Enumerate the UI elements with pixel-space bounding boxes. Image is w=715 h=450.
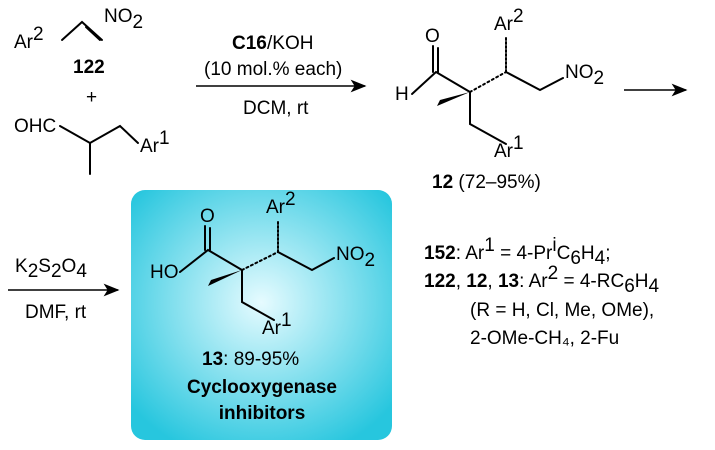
- p12-ch2no2-bonds: [505, 71, 564, 92]
- p13-methyl-wedge: [208, 270, 242, 286]
- p13-acid-bonds: [179, 248, 243, 273]
- step2-conditions: DMF, rt: [25, 302, 87, 323]
- note-line-r-groups: (R = H, Cl, Me, OMe),: [470, 300, 654, 321]
- p12-benzyl-bonds: [469, 91, 507, 145]
- nitroalkene-no2-label: NO2: [104, 6, 143, 33]
- note-line-ar2: 122, 12, 13: Ar2 = 4-RC6H4: [424, 263, 660, 297]
- p12-h-label: H: [395, 84, 409, 105]
- nitroalkene-double-bond: [85, 26, 101, 41]
- p12-ar2-label: Ar2: [494, 6, 524, 35]
- p12-hash-bond: [469, 71, 507, 93]
- p13-benzyl-bonds: [241, 269, 275, 321]
- step2-reagent: K2S2O4: [15, 256, 87, 282]
- p13-oxygen-label: O: [200, 206, 215, 227]
- nitroalkene-ar-label: Ar2: [14, 24, 44, 53]
- reactant-nitroalkene: Ar2 NO2 122: [14, 6, 143, 78]
- aldehyde-ar-label: Ar1: [140, 128, 170, 157]
- product-13: O HO Ar2 NO2 Ar1 13: 89-95% Cyclooxygena…: [150, 189, 375, 424]
- cox-title-line1: Cyclooxygenase: [187, 377, 337, 398]
- nitroalkene-bonds: [61, 20, 103, 41]
- catalyst-c16: C16: [232, 33, 267, 54]
- compound-13-label: 13: 89-95%: [202, 349, 299, 370]
- product-12: O H Ar2 NO2 Ar1 12 (72–95%): [395, 6, 604, 193]
- aldehyde-chain-bonds: [59, 124, 139, 145]
- note-line-heteroaryl: 2-OMe-CH₄, 2-Fu: [470, 328, 619, 349]
- p12-no2-label: NO2: [565, 62, 604, 89]
- catalyst-loading: (10 mol.% each): [204, 59, 342, 80]
- p13-ho-label: HO: [150, 262, 179, 283]
- p13-ch2no2-bonds: [277, 251, 335, 272]
- compound-122-label: 122: [73, 57, 105, 78]
- p12-methyl-wedge: [437, 92, 470, 106]
- step2-arrow-group: K2S2O4 DMF, rt: [8, 256, 120, 323]
- p12-aldehyde-bonds: [411, 70, 471, 95]
- step1-conditions: DCM, rt: [243, 98, 309, 119]
- catalyst-koh: /KOH: [267, 33, 313, 54]
- p13-hash-bond: [241, 251, 279, 271]
- p12-ar1-label: Ar1: [494, 133, 524, 162]
- p13-ar2-label: Ar2: [266, 189, 296, 218]
- highlight-box: [131, 190, 392, 440]
- p13-no2-label: NO2: [336, 244, 375, 271]
- cox-title-line2: inhibitors: [219, 403, 306, 424]
- reactant-aldehyde: OHC Ar1: [14, 116, 170, 175]
- p13-ar1-label: Ar1: [262, 310, 292, 339]
- note-line-152: 152: Ar1 = 4-PriC6H4;: [424, 235, 611, 269]
- compound-12-label: 12 (72–95%): [432, 172, 541, 193]
- plus-sign: +: [86, 87, 97, 108]
- substituent-notes: 152: Ar1 = 4-PriC6H4; 122, 12, 13: Ar2 =…: [424, 235, 660, 349]
- p12-oxygen-label: O: [425, 26, 440, 47]
- aldehyde-cho-label: OHC: [14, 116, 56, 137]
- step1-arrow-group: C16 /KOH (10 mol.% each) DCM, rt: [196, 33, 367, 119]
